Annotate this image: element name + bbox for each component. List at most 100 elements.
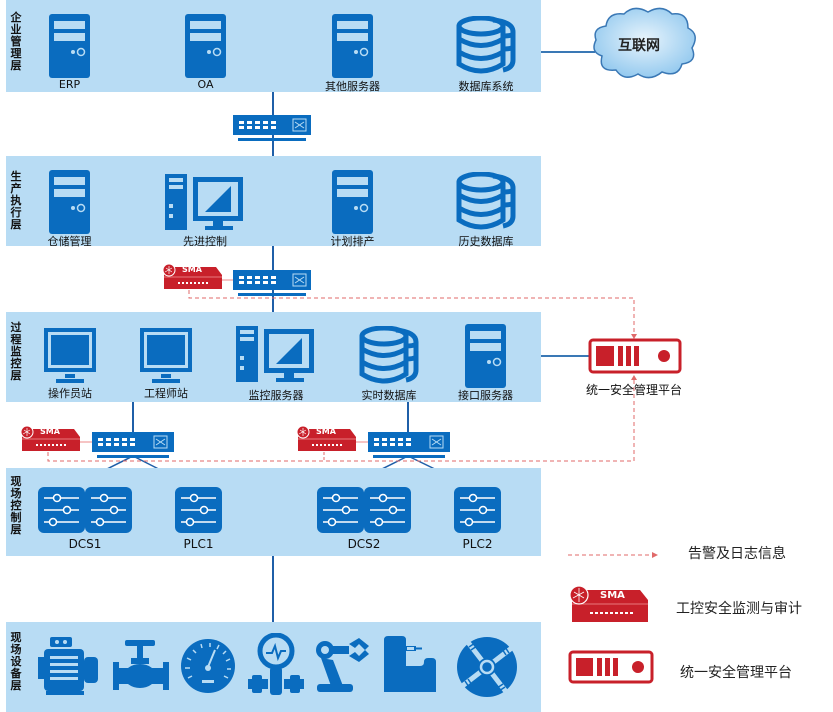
device-realtime-database[interactable]: 实时数据库 xyxy=(358,326,420,402)
device-label: 仓储管理 xyxy=(47,235,92,248)
device-label: DCS2 xyxy=(347,537,381,551)
database-icon xyxy=(456,16,516,74)
layer-production: 生产执行层 xyxy=(6,156,541,246)
sma-label: SMA xyxy=(316,427,336,436)
device-other-servers[interactable]: 其他服务器 xyxy=(325,14,380,93)
device-label: PLC1 xyxy=(183,537,214,551)
device-label: 其他服务器 xyxy=(325,80,380,93)
workstation-icon xyxy=(165,174,243,230)
device-database-system[interactable]: 数据库系统 xyxy=(455,16,517,93)
device-label: OA xyxy=(197,78,214,91)
switch-icon xyxy=(233,270,311,296)
switch-icon xyxy=(233,115,311,141)
device-erp[interactable]: ERP xyxy=(47,14,92,91)
device-production-scheduling[interactable]: 计划排产 xyxy=(330,170,375,248)
monitor-icon xyxy=(44,328,96,383)
server-icon xyxy=(185,14,226,78)
layer-label: 过程监控层 xyxy=(10,321,22,382)
field-device-machine-tool[interactable] xyxy=(382,636,438,700)
device-warehouse-mgmt[interactable]: 仓储管理 xyxy=(47,170,92,248)
device-label: PLC2 xyxy=(462,537,493,551)
field-device-valve[interactable] xyxy=(113,640,169,698)
unified-security-platform[interactable] xyxy=(588,338,682,374)
legend-item-platform xyxy=(568,650,654,684)
field-device-robot-arm[interactable] xyxy=(313,636,375,700)
switch-icon xyxy=(92,432,174,458)
device-label: 计划排产 xyxy=(330,235,375,248)
device-label: 接口服务器 xyxy=(458,389,513,402)
sma-label: SMA xyxy=(40,427,60,436)
sma-icon xyxy=(296,425,356,451)
database-icon xyxy=(456,172,516,230)
sma-icon xyxy=(569,585,648,622)
pressure-transmitter-icon xyxy=(248,632,304,695)
field-device-fan[interactable] xyxy=(455,635,519,703)
device-engineer-station[interactable]: 工程师站 xyxy=(138,328,194,400)
layer-enterprise: 企业管理层 xyxy=(6,0,541,92)
legend-label: 告警及日志信息 xyxy=(688,546,786,562)
gauge-icon xyxy=(181,639,235,693)
layer-label: 现场控制层 xyxy=(10,475,22,536)
network-switch[interactable] xyxy=(233,268,311,298)
layer-label: 现场设备层 xyxy=(10,631,22,692)
platform-icon xyxy=(568,650,654,684)
sma-icon xyxy=(162,263,222,289)
device-label: DCS1 xyxy=(68,537,102,551)
sma-audit-device[interactable]: SMA xyxy=(18,425,82,453)
cloud-label: 互联网 xyxy=(618,38,660,54)
internet-cloud: 互联网 xyxy=(588,4,700,84)
legend-item-alert-log xyxy=(568,546,658,558)
server-icon xyxy=(332,170,373,234)
layer-label: 企业管理层 xyxy=(10,11,22,72)
network-switch[interactable] xyxy=(368,430,450,460)
controller-icon xyxy=(38,487,132,533)
device-dcs2[interactable]: DCS2 xyxy=(317,487,411,551)
sma-audit-device[interactable]: SMA xyxy=(160,263,224,291)
device-label: ERP xyxy=(58,78,81,91)
device-label: 操作员站 xyxy=(48,387,92,400)
platform-label: 统一安全管理平台 xyxy=(586,383,683,397)
workstation-icon xyxy=(236,326,314,382)
field-device-motor[interactable] xyxy=(38,637,102,701)
device-label: 历史数据库 xyxy=(458,235,514,248)
device-label: 数据库系统 xyxy=(458,80,514,93)
device-label: 工程师站 xyxy=(144,387,188,400)
device-plc2[interactable]: PLC2 xyxy=(454,487,501,551)
legend-item-sma: SMA xyxy=(566,584,650,624)
device-monitoring-server[interactable]: 监控服务器 xyxy=(236,326,316,402)
device-advanced-control[interactable]: 先进控制 xyxy=(165,174,245,248)
robot-arm-icon xyxy=(316,638,369,692)
server-icon xyxy=(465,324,506,388)
network-switch[interactable] xyxy=(92,430,174,460)
dashed-arrow-icon xyxy=(568,552,658,558)
layer-label: 生产执行层 xyxy=(10,170,22,231)
device-dcs1[interactable]: DCS1 xyxy=(38,487,132,551)
fan-icon xyxy=(457,637,517,697)
server-icon xyxy=(49,170,90,234)
database-icon xyxy=(359,326,419,384)
legend-label: 统一安全管理平台 xyxy=(680,665,792,681)
controller-icon xyxy=(175,487,222,533)
device-oa[interactable]: OA xyxy=(183,14,228,91)
controller-icon xyxy=(317,487,411,533)
monitor-icon xyxy=(140,328,192,383)
sma-label: SMA xyxy=(182,265,202,274)
switch-icon xyxy=(368,432,450,458)
device-label: 先进控制 xyxy=(183,235,227,248)
field-device-pressure-transmitter[interactable] xyxy=(246,632,306,701)
cloud-icon xyxy=(593,7,696,79)
device-interface-server[interactable]: 接口服务器 xyxy=(458,324,513,402)
sma-label: SMA xyxy=(600,590,625,601)
device-operator-station[interactable]: 操作员站 xyxy=(42,328,98,400)
device-historical-database[interactable]: 历史数据库 xyxy=(455,172,517,248)
legend-label: 工控安全监测与审计 xyxy=(676,601,802,617)
machine-tool-icon xyxy=(384,636,436,692)
valve-icon xyxy=(113,640,169,690)
field-device-gauge[interactable] xyxy=(180,638,236,698)
device-label: 监控服务器 xyxy=(248,389,304,402)
network-switch[interactable] xyxy=(233,113,311,143)
controller-icon xyxy=(454,487,501,533)
sma-audit-device[interactable]: SMA xyxy=(294,425,358,453)
server-icon xyxy=(332,14,373,78)
device-plc1[interactable]: PLC1 xyxy=(175,487,222,551)
